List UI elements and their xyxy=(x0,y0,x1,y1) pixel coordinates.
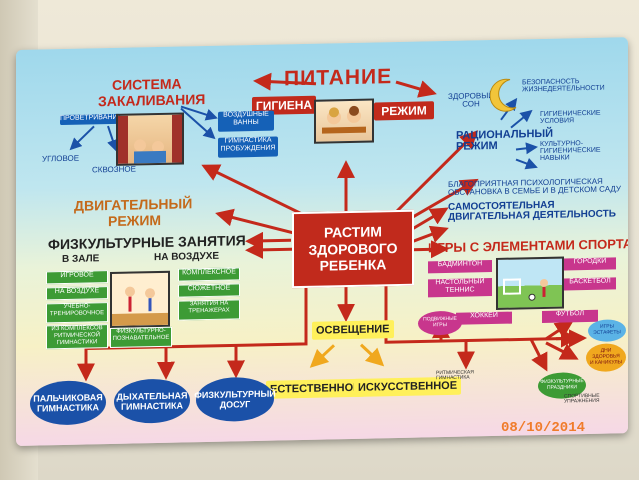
arrow-layer xyxy=(69,72,587,382)
lighting-label: ОСВЕЩЕНИЕ xyxy=(312,320,394,340)
hardening-title-1: СИСТЕМА xyxy=(112,75,182,93)
badminton-label: БАДМИНТОН xyxy=(428,260,492,274)
arrow-to-pe xyxy=(245,240,298,259)
hardening-picture xyxy=(116,112,184,166)
pe-in-hall: В ЗАЛЕ xyxy=(62,253,100,266)
through-label: СКВОЗНОЕ xyxy=(92,164,136,175)
pe-left-0: ИГРОВОЕ xyxy=(46,270,108,285)
pe-title: ФИЗКУЛЬТУРНЫЕ ЗАНЯТИЯ xyxy=(48,232,246,253)
gorodki-label: ГОРОДКИ xyxy=(564,257,616,271)
hardening-title-2: ЗАКАЛИВАНИЯ xyxy=(98,91,206,110)
ventilation-label: ПРОВЕТРИВАНИЕ xyxy=(60,114,122,126)
football-label: ФУТБОЛ xyxy=(542,309,598,323)
pe-right-2: ЗАНЯТИЯ НА ТРЕНАЖЕРАХ xyxy=(178,299,240,321)
motor-regime-2: РЕЖИМ xyxy=(108,211,162,230)
arrow-to-sports xyxy=(412,240,449,259)
eating-children-picture xyxy=(314,98,374,144)
pe-right-1: СЮЖЕТНОЕ xyxy=(178,283,240,298)
football-picture xyxy=(496,256,564,310)
regime-label: РЕЖИМ xyxy=(374,101,434,121)
angular-label: УГЛОВОЕ xyxy=(42,153,80,164)
pe-right-0: КОМПЛЕКСНОЕ xyxy=(178,267,240,282)
pe-picture xyxy=(110,270,170,329)
nutrition-title: ПИТАНИЕ xyxy=(284,65,393,91)
motor-regime-1: ДВИГАТЕЛЬНЫЙ xyxy=(74,195,193,214)
pe-left-3: ИЗ КОМПЛЕКСОВ РИТМИЧЕСКОЙ ГИМНАСТИКИ xyxy=(46,324,108,350)
basketball-label: БАСКЕТБОЛ xyxy=(564,277,616,291)
pe-left-2: УЧЕБНО-ТРЕНИРОВОЧНОЕ xyxy=(46,302,108,324)
health-poster: ПИТАНИЕ ГИГИЕНА РЕЖИМ СИСТЕМА ЗАКАЛИВАНИ… xyxy=(16,37,628,447)
pe-right-3: ФИЗКУЛЬТУРНО-ПОЗНАВАТЕЛЬНОЕ xyxy=(110,326,172,349)
arrow-to-hardening xyxy=(201,164,307,218)
moon-icon xyxy=(490,78,517,112)
sports-title: ИГРЫ С ЭЛЕМЕНТАМИ СПОРТА xyxy=(428,236,628,256)
pe-outdoors: НА ВОЗДУХЕ xyxy=(154,250,220,264)
natural-lighting: ЕСТЕСТВЕННОЕ xyxy=(266,378,365,399)
date-stamp: 08/10/2014 xyxy=(501,420,586,436)
hockey-label: ХОККЕЙ xyxy=(456,311,512,325)
pe-left-1: НА ВОЗДУХЕ xyxy=(46,286,108,301)
arrow-to-sleep xyxy=(394,130,479,214)
